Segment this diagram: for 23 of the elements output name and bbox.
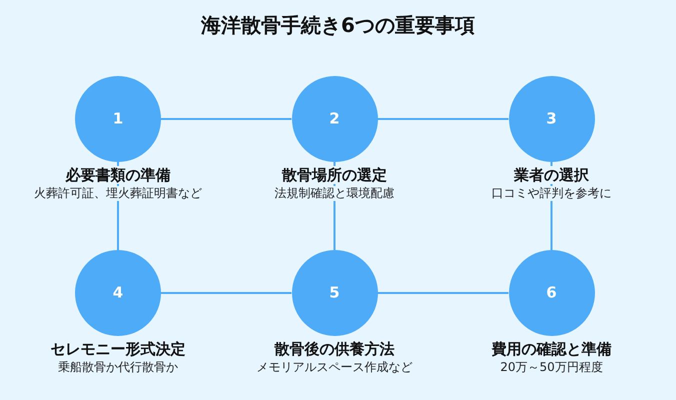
step-description: 20万～50万円程度 — [498, 360, 605, 374]
step-description: メモリアルスペース作成など — [254, 360, 414, 374]
step-description: 口コミや評判を参考に — [490, 186, 614, 200]
step-description: 乗船散骨か代行散骨か — [56, 360, 180, 374]
step-description: 法規制確認と環境配慮 — [272, 186, 396, 200]
step-title: 業者の選択 — [512, 166, 591, 184]
diagram-title: 海洋散骨手続き6つの重要事項 — [201, 12, 475, 38]
connector-line — [378, 292, 508, 294]
step-number: 5 — [329, 284, 340, 302]
step-number: 3 — [546, 110, 557, 128]
step-number: 4 — [112, 284, 124, 302]
connector-line — [161, 292, 292, 294]
step-title: 散骨後の供養方法 — [272, 340, 396, 358]
connector-line — [161, 118, 292, 120]
step-title: セレモニー形式決定 — [48, 340, 188, 358]
step-number: 6 — [546, 284, 557, 302]
connector-line — [378, 118, 508, 120]
step-number: 2 — [329, 110, 340, 128]
step-title: 必要書類の準備 — [64, 166, 172, 184]
step-description: 火葬許可証、埋火葬証明書など — [32, 186, 204, 200]
step-title: 費用の確認と準備 — [490, 340, 614, 358]
step-number: 1 — [112, 110, 124, 128]
step-title: 散骨場所の選定 — [280, 166, 389, 184]
